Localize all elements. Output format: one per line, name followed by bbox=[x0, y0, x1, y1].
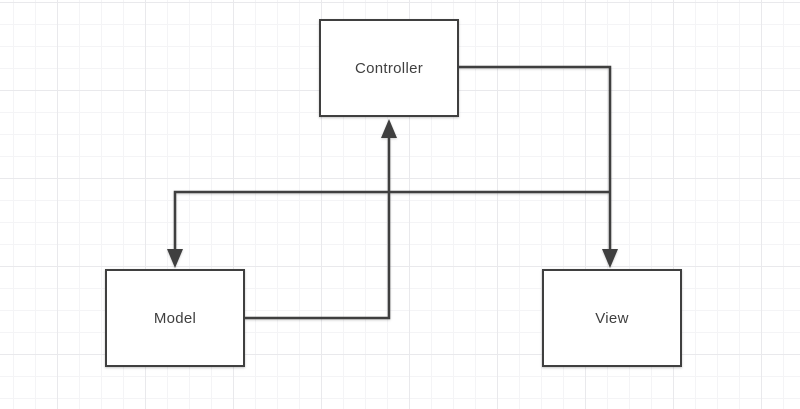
connector-model-to-controller[interactable] bbox=[245, 119, 397, 320]
node-view[interactable]: View bbox=[542, 269, 682, 367]
node-controller-label: Controller bbox=[354, 59, 424, 77]
connector-model-to-controller-line[interactable] bbox=[245, 137, 391, 320]
connector-controller-to-view-line[interactable] bbox=[459, 65, 612, 250]
connector-controller-to-view[interactable] bbox=[459, 65, 618, 268]
connector-rail-to-model-line[interactable] bbox=[173, 190, 610, 250]
node-model-label: Model bbox=[153, 309, 197, 327]
node-view-label: View bbox=[595, 309, 629, 327]
connector-rail-to-model[interactable] bbox=[167, 190, 610, 268]
node-model[interactable]: Model bbox=[105, 269, 245, 367]
arrowhead-into-model-icon bbox=[167, 249, 183, 268]
node-controller[interactable]: Controller bbox=[319, 19, 459, 117]
arrowhead-into-controller-icon bbox=[381, 119, 397, 138]
arrowhead-into-view-icon bbox=[602, 249, 618, 268]
